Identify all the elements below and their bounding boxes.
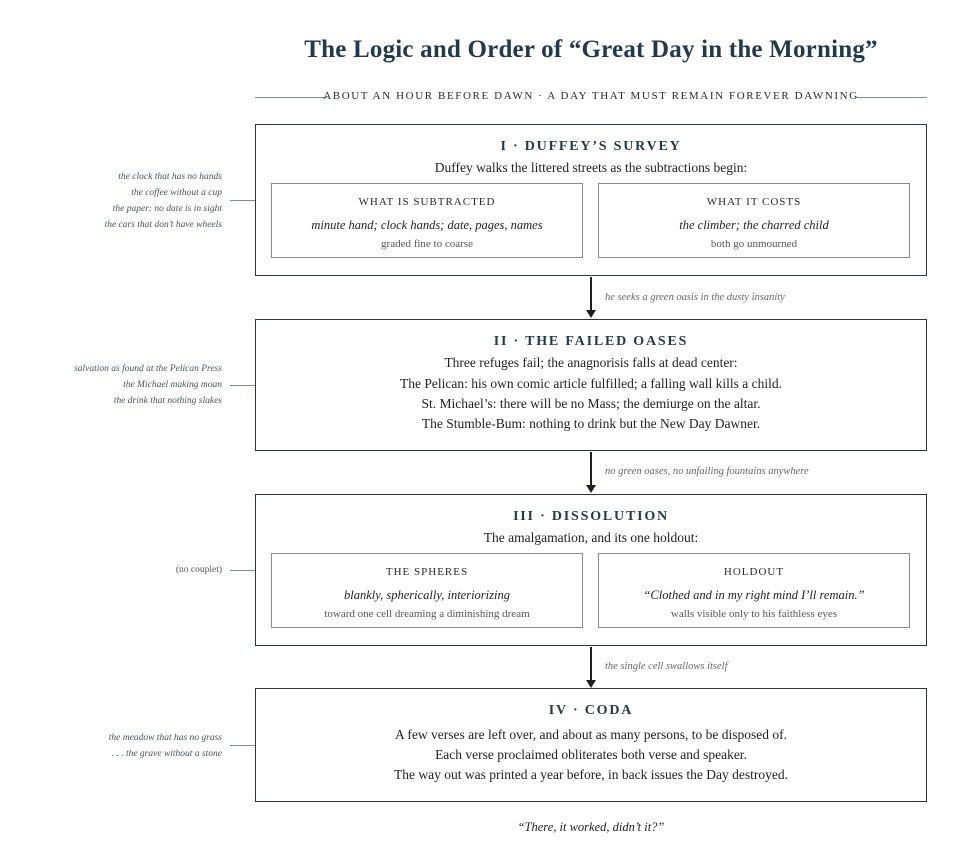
subtracted-label: WHAT IS SUBTRACTED [358, 196, 496, 208]
connector-line-3 [590, 647, 592, 680]
panel-heading: II · THE FAILED OASES [493, 334, 689, 349]
oasis-line-stumble-bum: The Stumble-Bum: nothing to drink but th… [421, 416, 761, 431]
spheres-box: THE SPHERES blankly, spherically, interi… [271, 553, 583, 628]
oasis-line-pelican: The Pelican: his own comic article fulfi… [399, 376, 782, 391]
margin-tick-panel-3 [230, 570, 255, 571]
panel-heading: III · DISSOLUTION [513, 509, 669, 524]
holdout-box: HOLDOUT “Clothed and in my right mind I’… [598, 553, 910, 628]
spheres-note: toward one cell dreaming a diminishing d… [324, 608, 530, 620]
panel-dissolution: III · DISSOLUTION The amalgamation, and … [255, 494, 927, 646]
connector-line-1 [590, 277, 592, 310]
costs-note: both go unmourned [710, 238, 798, 250]
margin-line: salvation as found at the Pelican Press [74, 364, 222, 374]
connector-label-1: he seeks a green oasis in the dusty insa… [605, 292, 785, 303]
connector-arrow-1 [586, 310, 596, 318]
panel-intro: The amalgamation, and its one holdout: [483, 530, 699, 545]
margin-note-panel-4: the meadow that has no grass . . . the g… [109, 730, 222, 762]
margin-note-panel-2: salvation as found at the Pelican Press … [74, 361, 222, 409]
margin-line: . . . the grave without a stone [111, 749, 222, 759]
margin-note-panel-3: (no couplet) [176, 562, 222, 578]
subtitle-rule-left [255, 97, 327, 98]
margin-line: the meadow that has no grass [108, 733, 222, 743]
spheres-label: THE SPHERES [385, 566, 469, 578]
margin-line: the clock that has no hands [118, 172, 222, 182]
coda-line-1: A few verses are left over, and about as… [395, 727, 787, 742]
subtracted-items: minute hand; clock hands; date, pages, n… [311, 218, 543, 232]
costs-box: WHAT IT COSTS the climber; the charred c… [598, 183, 910, 258]
costs-label: WHAT IT COSTS [706, 196, 802, 208]
margin-line: (no couplet) [175, 565, 222, 575]
costs-items: the climber; the charred child [679, 218, 829, 232]
panel-coda: IV · CODA A few verses are left over, an… [255, 688, 927, 802]
margin-line: the Michael making moan [123, 380, 222, 390]
panel-heading: I · DUFFEY’S SURVEY [500, 139, 682, 154]
margin-tick-panel-2 [230, 385, 255, 386]
margin-line: the coffee without a cup [131, 188, 222, 198]
connector-label-3: the single cell swallows itself [605, 661, 728, 672]
subtitle-row: ABOUT AN HOUR BEFORE DAWN · A DAY THAT M… [255, 90, 927, 104]
panel-intro: Three refuges fail; the anagnorisis fall… [444, 355, 738, 370]
margin-line: the paper: no date is in sight [112, 204, 222, 214]
panel-intro: Duffey walks the littered streets as the… [434, 160, 748, 175]
margin-line: the drink that nothing slakes [113, 396, 222, 406]
margin-line: the cars that don’t have wheels [104, 220, 222, 230]
panel-duffeys-survey: I · DUFFEY’S SURVEY Duffey walks the lit… [255, 124, 927, 276]
subtitle: ABOUT AN HOUR BEFORE DAWN · A DAY THAT M… [323, 90, 859, 102]
connector-line-2 [590, 452, 592, 485]
holdout-quote: “Clothed and in my right mind I’ll remai… [643, 588, 865, 602]
coda-line-2: Each verse proclaimed obliterates both v… [435, 747, 747, 762]
panel-heading: IV · CODA [548, 703, 634, 718]
holdout-note: walls visible only to his faithless eyes [670, 608, 838, 620]
subtracted-note: graded fine to coarse [381, 238, 473, 250]
oasis-line-st-michaels: St. Michael’s: there will be no Mass; th… [421, 396, 761, 411]
coda-line-3: The way out was printed a year before, i… [394, 767, 788, 782]
margin-tick-panel-1 [230, 200, 255, 201]
margin-note-panel-1: the clock that has no hands the coffee w… [105, 169, 222, 233]
connector-arrow-3 [586, 680, 596, 688]
panel-failed-oases: II · THE FAILED OASES Three refuges fail… [255, 319, 927, 451]
subtracted-box: WHAT IS SUBTRACTED minute hand; clock ha… [271, 183, 583, 258]
connector-arrow-2 [586, 485, 596, 493]
connector-label-2: no green oases, no unfailing fountains a… [605, 466, 809, 477]
subtitle-rule-right [855, 97, 927, 98]
page-title: The Logic and Order of “Great Day in the… [304, 36, 878, 63]
holdout-label: HOLDOUT [723, 566, 785, 578]
closing-quote: “There, it worked, didn’t it?” [517, 820, 665, 834]
spheres-items: blankly, spherically, interiorizing [344, 588, 510, 602]
margin-tick-panel-4 [230, 745, 255, 746]
